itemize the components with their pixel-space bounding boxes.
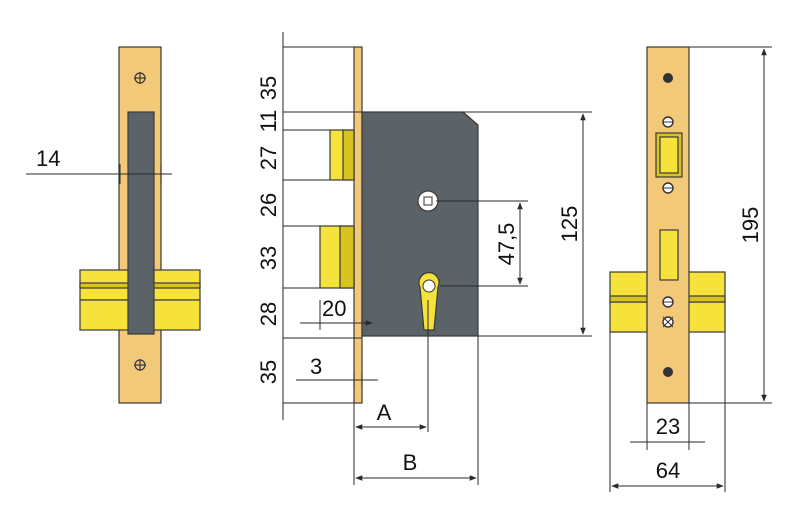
- dim-28-label: 28: [256, 302, 281, 326]
- dim-a-label: A: [377, 400, 392, 425]
- dim-11-label: 11: [256, 110, 281, 133]
- dim-3-label: 3: [310, 354, 322, 379]
- dim-23-label: 23: [656, 414, 680, 439]
- side-top-screw-icon: [134, 72, 146, 84]
- cylinder-hole-icon: [418, 272, 440, 331]
- deadbolt-upper-screw-icon: [662, 296, 674, 308]
- front-faceplate: [353, 46, 363, 404]
- dim-195-label: 195: [738, 207, 763, 244]
- dim-125-label: 125: [557, 206, 582, 243]
- dim-47-5-label: 47,5: [494, 223, 519, 266]
- deadbolt-lower-screw-icon: [662, 316, 674, 328]
- follower-spindle-icon: [417, 190, 439, 212]
- side-bottom-screw-icon: [134, 359, 146, 371]
- front-case: [361, 111, 479, 337]
- latch-window-inner: [659, 136, 679, 174]
- side-view: 14: [26, 46, 201, 404]
- dim-33-label: 33: [256, 246, 281, 270]
- dim-20-label: 20: [322, 296, 346, 321]
- dim-14-label: 14: [36, 146, 60, 171]
- dim-b-label: B: [403, 450, 418, 475]
- dim-35-bottom-label: 35: [256, 360, 281, 384]
- latch-bolt-shade: [342, 129, 355, 181]
- dim-35-top-label: 35: [256, 76, 281, 100]
- dim-26-label: 26: [256, 193, 281, 217]
- faceplate-bottom-screw-icon: [663, 367, 673, 377]
- dead-bolt-shade: [339, 225, 355, 289]
- dim-27-label: 27: [256, 146, 281, 170]
- latch-upper-screw-icon: [662, 116, 674, 128]
- dim-64-label: 64: [656, 458, 680, 483]
- latch-lower-screw-icon: [662, 182, 674, 194]
- side-case-body: [127, 111, 155, 335]
- faceplate-top-screw-icon: [663, 73, 673, 83]
- deadbolt-slot: [659, 229, 679, 281]
- faceplate-view: 195 23 64: [609, 46, 772, 492]
- front-view: 35 27 11 26 33 28 35 20 3 A B 47,5 125: [256, 32, 592, 485]
- right-faceplate: [646, 46, 690, 404]
